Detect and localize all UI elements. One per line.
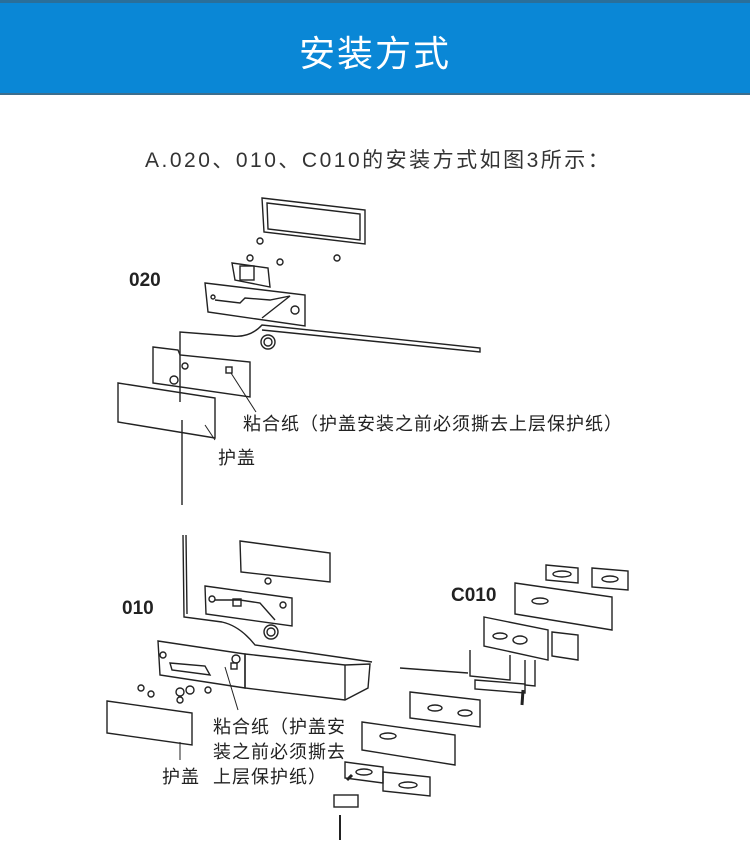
hinge-plate [204,585,293,627]
clamp [231,262,271,288]
model-label-c010: C010 [451,585,497,606]
adhesive-note-010-line1: 粘合纸（护盖安 [213,717,346,738]
cover-label-020: 护盖 [218,448,256,469]
screws [246,237,341,266]
cover-020 [117,382,216,439]
figure-c010-drawing [333,564,629,840]
base-plate [152,346,251,398]
cover-label-010: 护盖 [162,767,200,788]
adhesive-note-010-line3: 上层保护纸） [213,767,327,788]
pivot-ring [260,334,276,350]
model-label-010: 010 [122,598,154,619]
header-banner: 安装方式 [0,0,750,95]
glass-edge [179,324,481,402]
figure-020-drawing [117,197,481,505]
figure-010-drawing [106,534,373,760]
top-cover-plate [239,540,331,583]
adhesive-note-010-line2: 装之前必须撕去 [213,742,346,763]
pivot-ring [263,624,279,640]
glass-edge [182,534,373,663]
lock-cylinder [333,794,359,808]
top-cover-plate [261,197,366,245]
cover-010 [106,700,193,746]
section-subtitle: A.020、010、C010的安装方式如图3所示： [145,149,612,172]
hinge-plate [204,282,306,327]
page-title: 安装方式 [298,34,451,75]
screws [137,684,212,704]
model-label-020: 020 [129,270,161,291]
adhesive-note-020: 粘合纸（护盖安装之前必须撕去上层保护纸） [243,414,623,435]
